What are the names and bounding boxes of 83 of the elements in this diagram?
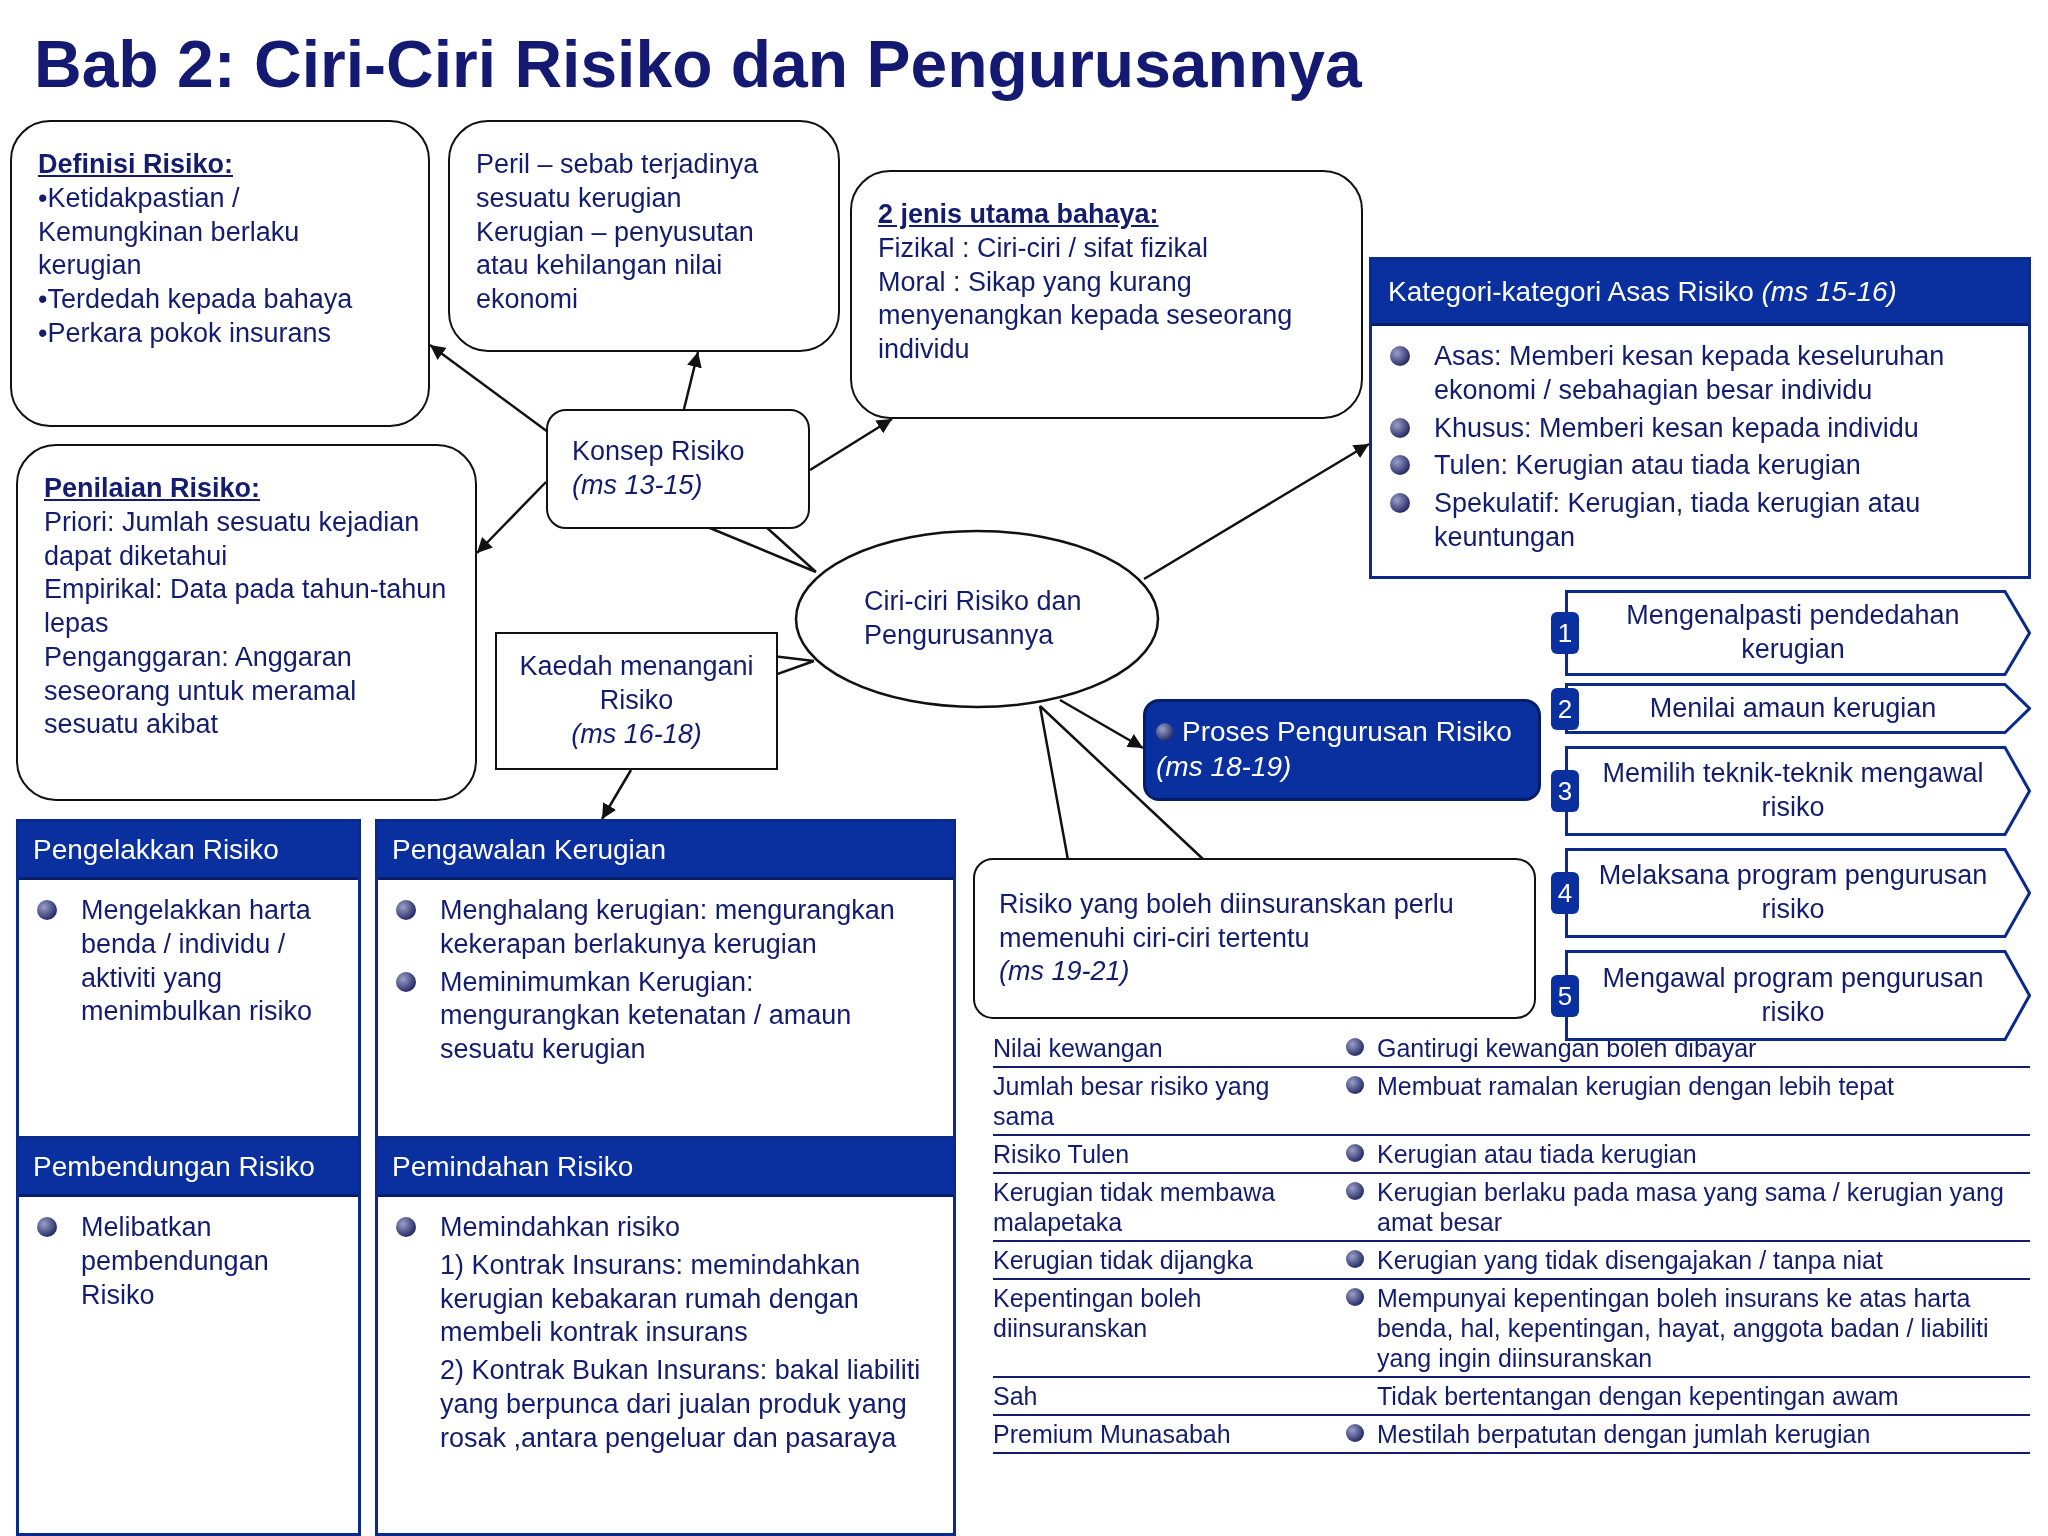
method-panel	[375, 1136, 956, 1536]
number-badge: 4	[1551, 872, 1579, 914]
method-panel	[16, 1136, 361, 1536]
body-text: Konsep Risiko	[572, 435, 746, 469]
category-panel	[1369, 257, 2031, 579]
heading-text: 2 jenis utama bahaya:	[878, 198, 1160, 231]
row-label: Kerugian tidak dijangka	[993, 1245, 1254, 1275]
number-badge: 1	[1551, 612, 1579, 654]
row-label: Jumlah besar risiko yang sama	[993, 1071, 1271, 1131]
row-label: Nilai kewangan	[993, 1033, 1164, 1063]
row-label: Kepentingan boleh diinsuranskan	[993, 1283, 1203, 1344]
arrow	[429, 344, 549, 433]
process-title: Proses Pengurusan Risiko	[1182, 716, 1512, 747]
body-text: Priori: Jumlah sesuatu kejadian dapat diketahui	[44, 505, 421, 573]
text-box	[10, 120, 430, 427]
row-label: Kerugian tidak membawa malapetaka	[993, 1177, 1277, 1237]
body-text: Empirikal: Data pada tahun-tahun lepas	[44, 573, 448, 640]
list-item-text: 2) Kontrak Bukan Insurans: bakal liabiliti yang berpunca dari jualan produk yang rosak ,antara pengeluar dan pasaraya	[440, 1354, 922, 1455]
body-text: Fizikal : Ciri-ciri / sifat fizikal	[878, 231, 1209, 265]
method-panel	[16, 819, 361, 1139]
row-description: Kerugian yang tidak disengajakan / tanpa niat	[1377, 1245, 1884, 1275]
row-description: Kerugian atau tiada kerugian	[1377, 1139, 1698, 1169]
step-text: Melaksana program pengurusan risiko	[1597, 859, 1989, 926]
list-item-text: Spekulatif: Kerugian, tiada kerugian atau keuntungan	[1434, 487, 1922, 554]
arrow	[682, 351, 702, 410]
list-item-text: Mengelakkan harta benda / individu / aktiviti yang menimbulkan risiko	[81, 894, 314, 1029]
arrow	[600, 769, 633, 820]
body-text: Kerugian – penyusutan atau kehilangan nilai ekonomi	[476, 215, 755, 316]
number-badge: 2	[1551, 687, 1579, 730]
heading-text: Penilaian Risiko:	[44, 472, 262, 505]
list-item-text: Meminimumkan Kerugian: mengurangkan ketenatan / amaun sesuatu kerugian	[440, 965, 853, 1066]
row-description: Gantirugi kewangan boleh dibayar	[1377, 1033, 1758, 1063]
step-text: Mengenalpasti pendedahan kerugian	[1625, 599, 1961, 666]
heading-text: Definisi Risiko:	[38, 148, 235, 181]
callout-box	[495, 632, 778, 770]
row-label: Sah	[993, 1381, 1039, 1411]
arrow	[1059, 698, 1144, 750]
row-description: Kerugian berlaku pada masa yang sama / kerugian yang amat besar	[1377, 1177, 2005, 1237]
number-badge: 5	[1551, 974, 1579, 1017]
row-label: Premium Munasabah	[993, 1419, 1232, 1449]
row-description: Membuat ramalan kerugian dengan lebih tepat	[1377, 1071, 1895, 1102]
page-reference: (ms 16-18)	[571, 717, 702, 751]
arrow	[809, 417, 893, 472]
number-badge: 3	[1551, 770, 1579, 812]
list-item-text: Melibatkan pembendungan Risiko	[81, 1211, 270, 1312]
panel-header: Pengawalan Kerugian	[378, 822, 953, 880]
page-title: Bab 2: Ciri-Ciri Risiko dan Pengurusannya	[34, 26, 1362, 102]
panel-header: Pengelakkan Risiko	[19, 822, 358, 880]
panel-header: Pemindahan Risiko	[378, 1139, 953, 1197]
process-box	[1143, 699, 1541, 801]
row-description: Mempunyai kepentingan boleh insurans ke atas harta benda, hal, kepentingan, hayat, anggota badan / liabiliti yang ingin diinsuranskan	[1377, 1283, 1990, 1373]
list-item-text: 1) Kontrak Insurans: memindahkan kerugian kebakaran rumah dengan membeli kontrak insurans	[440, 1248, 862, 1350]
body-text: •Perkara pokok insurans	[38, 316, 333, 350]
page-reference: (ms 19-21)	[999, 955, 1131, 989]
row-description: Mestilah berpatutan dengan jumlah kerugian	[1377, 1419, 1872, 1449]
step-text: Mengawal program pengurusan risiko	[1601, 961, 1985, 1029]
arrow	[476, 481, 547, 554]
body-text: Kaedah menangani Risiko	[518, 650, 755, 718]
body-text: •Terdedah kepada bahaya	[38, 283, 354, 316]
list-item-text: Memindahkan risiko	[440, 1211, 681, 1244]
row-label: Risiko Tulen	[993, 1139, 1131, 1169]
body-text: Risiko yang boleh diinsuranskan perlu memenuhi ciri-ciri tertentu	[999, 887, 1455, 955]
page-reference: (ms 13-15)	[572, 469, 704, 502]
method-panel	[375, 819, 956, 1139]
panel-header: Kategori-kategori Asas Risiko (ms 15-16)	[1372, 260, 2028, 326]
list-item-text: Khusus: Memberi kesan kepada individu	[1434, 411, 1919, 445]
list-item-text: Tulen: Kerugian atau tiada kerugian	[1434, 449, 1861, 483]
text-box	[850, 170, 1363, 419]
panel-header: Pembendungan Risiko	[19, 1139, 358, 1197]
body-text: Peril – sebab terjadinya sesuatu kerugian	[476, 148, 760, 215]
page-reference: (ms 18-19)	[1156, 751, 1292, 782]
list-item-text: Asas: Memberi kesan kepada keseluruhan ekonomi / sebahagian besar individu	[1434, 340, 1946, 407]
text-box	[448, 120, 840, 352]
arrow	[1143, 442, 1370, 581]
body-text: •Ketidakpastian / Kemungkinan berlaku kerugian	[38, 181, 301, 283]
step-text: Menilai amaun kerugian	[1649, 691, 1937, 725]
row-description: Tidak bertentangan dengan kepentingan awam	[1377, 1381, 1900, 1411]
list-item-text: Menghalang kerugian: mengurangkan kekerapan berlakunya kerugian	[440, 894, 896, 961]
text-box	[16, 444, 477, 801]
body-text: Penganggaran: Anggaran seseorang untuk meramal sesuatu akibat	[44, 640, 358, 742]
step-text: Memilih teknik-teknik mengawal risiko	[1601, 757, 1985, 824]
body-text: Ciri-ciri Risiko dan Pengurusannya	[864, 585, 1083, 652]
body-text: Moral : Sikap yang kurang menyenangkan kepada seseorang individu	[878, 265, 1294, 366]
